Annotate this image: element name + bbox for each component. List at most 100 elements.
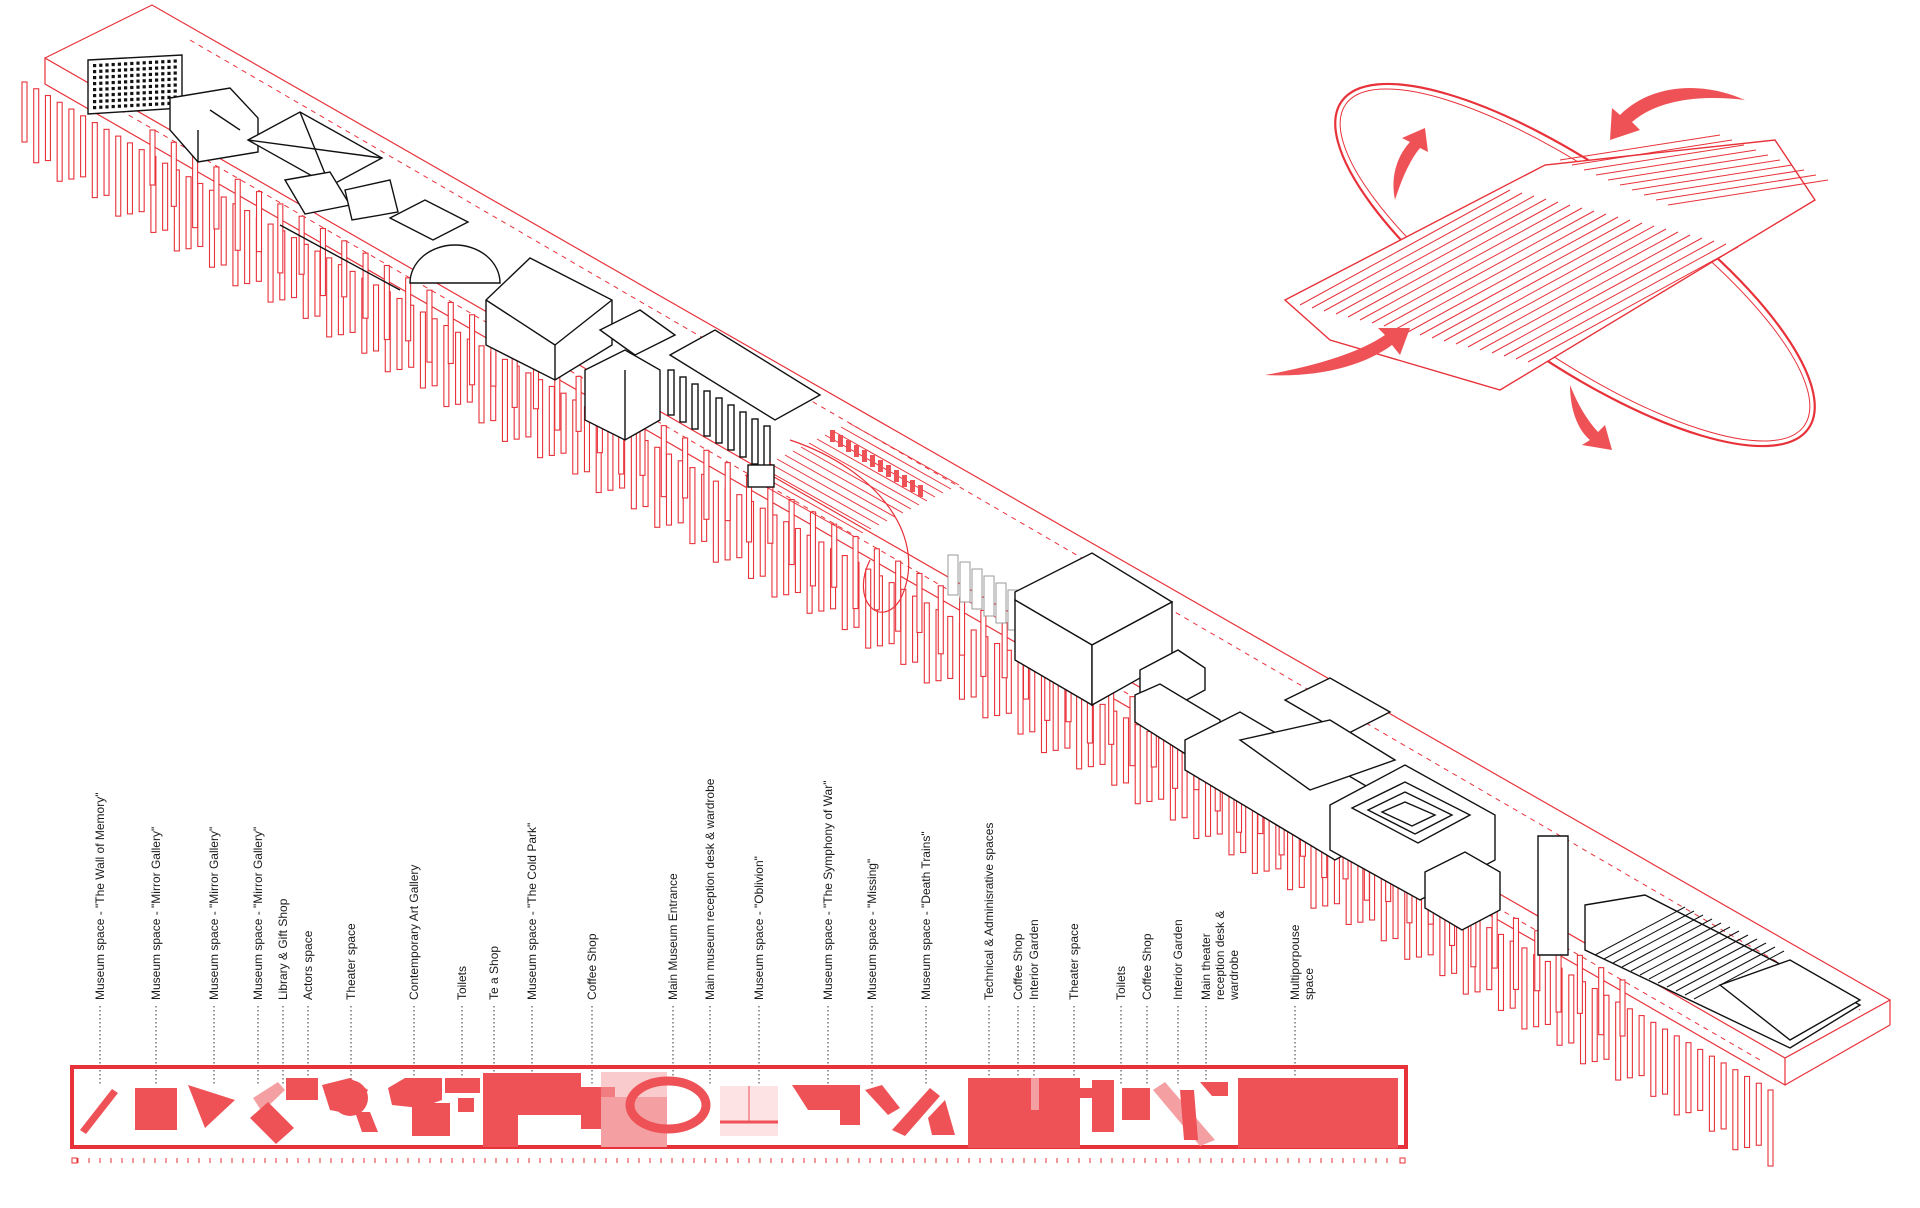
pillar xyxy=(115,135,122,217)
platform-step xyxy=(1371,207,1583,324)
stair-block xyxy=(886,465,891,477)
pillar xyxy=(1512,917,1520,990)
seat-row xyxy=(1657,934,1749,984)
platform-step xyxy=(1503,240,1715,357)
inner-guide-line xyxy=(189,39,1861,1011)
pillar xyxy=(794,527,801,594)
slab xyxy=(751,418,759,465)
pillar xyxy=(1626,1008,1633,1079)
concept-stair-platform xyxy=(1283,134,1829,391)
perforation xyxy=(130,103,134,108)
pillar xyxy=(537,379,544,459)
perforation xyxy=(173,83,177,87)
perforation xyxy=(136,79,140,83)
perforation xyxy=(142,85,146,89)
perforation xyxy=(93,88,97,92)
stair-line xyxy=(792,450,904,514)
plan-shape xyxy=(1200,1082,1228,1096)
platform-step xyxy=(1407,216,1619,333)
stair-line xyxy=(808,442,920,506)
pillar xyxy=(831,523,838,588)
pillar xyxy=(91,122,98,199)
plan-shape xyxy=(1031,1078,1039,1110)
building-envelope-edge xyxy=(44,58,1786,1087)
perforation xyxy=(161,72,165,76)
pillar xyxy=(937,585,944,655)
pillar xyxy=(1158,737,1165,800)
perforation xyxy=(124,86,128,90)
slab xyxy=(739,411,747,458)
perforation xyxy=(136,67,140,71)
pillar xyxy=(341,240,348,298)
seat-row xyxy=(1648,930,1740,980)
pillar xyxy=(682,437,689,499)
platform-step xyxy=(1335,198,1547,315)
pillar xyxy=(841,555,848,631)
plan-shape xyxy=(188,1085,235,1128)
pillar xyxy=(80,115,87,178)
perforation xyxy=(111,62,115,67)
plan-shape xyxy=(253,1082,285,1112)
stair-block xyxy=(830,430,835,442)
plan-shape xyxy=(1180,1090,1198,1140)
pillar xyxy=(1598,967,1605,1036)
perforation xyxy=(161,60,165,64)
stair-block xyxy=(838,435,843,447)
perforation xyxy=(117,98,121,102)
perforation xyxy=(136,97,140,101)
perforation xyxy=(148,90,152,95)
platform-step xyxy=(1667,179,1829,206)
space-label: Museum space - "Death Trains" xyxy=(919,831,933,1000)
perforation xyxy=(130,85,134,90)
perforation xyxy=(99,69,103,73)
perforation xyxy=(124,62,128,66)
stair-block xyxy=(870,455,875,467)
space-label: Coffee Shop xyxy=(1011,933,1025,1000)
plan-shape xyxy=(355,1112,378,1132)
pillar xyxy=(103,128,110,196)
arrow-left xyxy=(1265,328,1410,376)
space-label: Museum space - "Mirror Gallery" xyxy=(149,827,163,1000)
pillar xyxy=(873,548,880,611)
space-label: Museum space - "Missing" xyxy=(865,859,879,1000)
pillar xyxy=(326,257,333,338)
plan-shape xyxy=(388,1078,442,1108)
pillar xyxy=(170,141,177,207)
perforation xyxy=(130,67,134,72)
perforation xyxy=(93,106,97,110)
volume-actors-theater xyxy=(279,171,401,291)
pillar xyxy=(1491,905,1498,969)
plan-shape xyxy=(968,1078,1020,1148)
volume-cold-park xyxy=(485,257,613,381)
stair-block xyxy=(846,440,851,452)
pillar xyxy=(560,392,567,454)
space-label: Museum space - "The Wall of Memory" xyxy=(93,793,107,1000)
pillar xyxy=(1744,1075,1751,1149)
perforation xyxy=(117,92,121,96)
space-label: Interior Garden xyxy=(1171,919,1185,1000)
perforation xyxy=(155,60,159,64)
pillar xyxy=(980,609,987,677)
arrow-bottom xyxy=(1570,385,1612,450)
pillar xyxy=(736,494,743,559)
pillar xyxy=(383,264,390,341)
perforation xyxy=(130,73,134,78)
platform-step xyxy=(1359,204,1571,321)
volume-oblivion-stairs xyxy=(744,422,960,613)
pillar xyxy=(1720,1062,1727,1130)
wall-of-memory-perforation xyxy=(93,59,177,110)
platform-step xyxy=(1595,149,1757,176)
pillar xyxy=(767,486,774,544)
space-label: Main Museum Entrance xyxy=(666,873,680,1000)
platform-step xyxy=(1607,154,1769,181)
pillar xyxy=(759,507,766,577)
arrow-top-right xyxy=(1610,88,1745,140)
pillar xyxy=(478,345,485,424)
pillar xyxy=(1134,724,1141,805)
space-label: Museum space - "The Cold Park" xyxy=(525,823,539,1000)
perforation xyxy=(167,101,171,105)
pillar xyxy=(1122,717,1130,784)
plan-ring xyxy=(625,1076,711,1134)
seat-row xyxy=(1675,942,1767,992)
pillar xyxy=(1767,1089,1774,1167)
